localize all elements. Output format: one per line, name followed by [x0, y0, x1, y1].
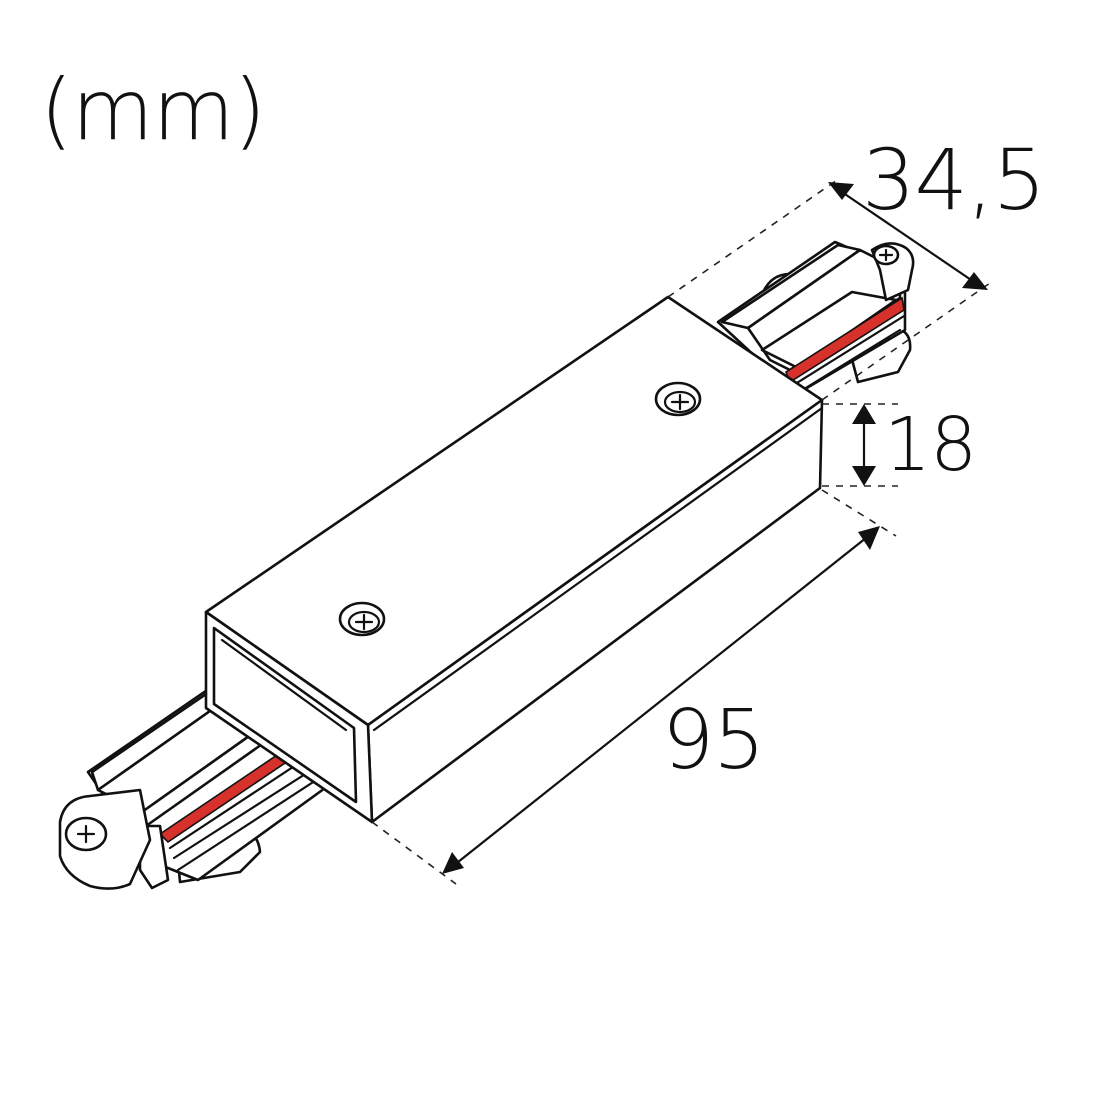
right-track-adapter: [716, 240, 915, 396]
unit-label: (mm): [40, 61, 266, 159]
screw-icon: [654, 381, 702, 417]
length-dimension-label: 95: [662, 693, 765, 788]
height-dimension-label: 18: [884, 402, 977, 488]
width-dimension-line: [667, 177, 991, 401]
length-dimension-line: [371, 489, 897, 885]
screw-icon: [338, 601, 386, 637]
width-dimension-label: 34,5: [862, 131, 1046, 229]
height-dimension-line: [822, 403, 898, 487]
